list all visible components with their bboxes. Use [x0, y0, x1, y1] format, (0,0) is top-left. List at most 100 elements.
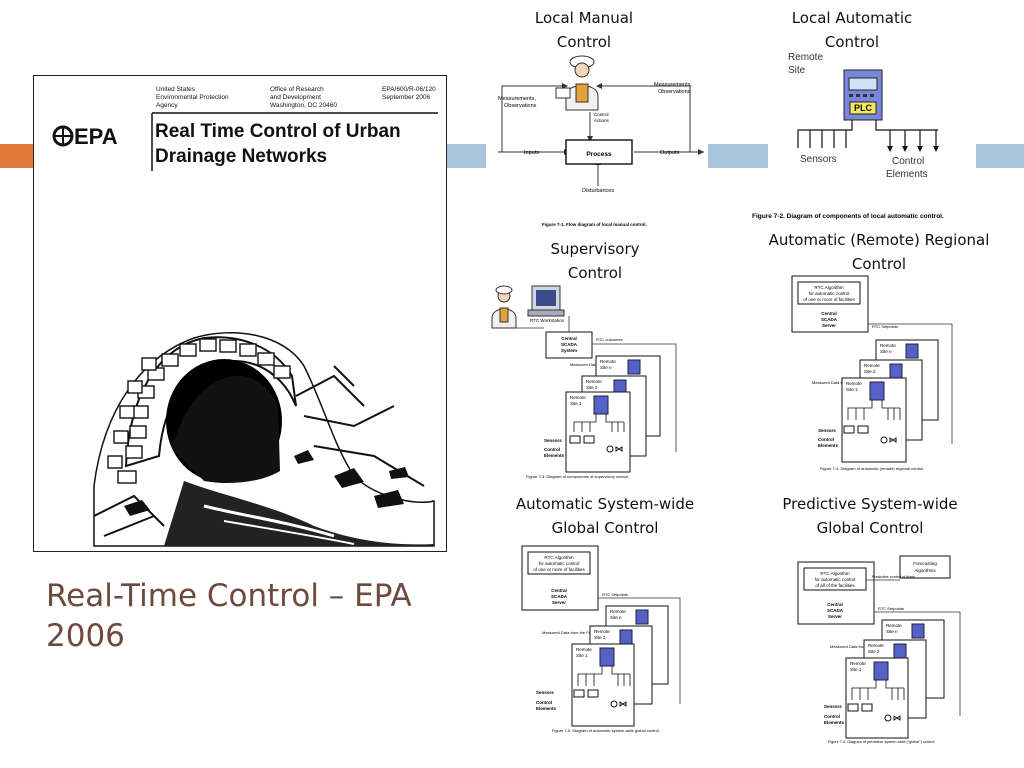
figure-system-wide: RTC Algorithm for automatic control of o…	[516, 544, 692, 736]
plc-icon-site-1	[593, 395, 609, 415]
report-header-col2-line2: and Development	[270, 94, 321, 101]
site-1-line2: Site 1	[576, 653, 588, 658]
caption-predictive: Predictive System-wide Global Control	[765, 492, 975, 540]
site-2-line1: Remote	[868, 643, 884, 648]
site-1-line1: Remote	[846, 381, 862, 386]
server-line2: SCADA	[827, 608, 844, 613]
report-title-line2: Drainage Networks	[155, 146, 327, 167]
site-n-line2: Site n	[886, 629, 898, 634]
report-header-col3-line2: September 2006	[382, 94, 430, 101]
scada-line1: Central	[561, 336, 577, 341]
disturbances-label: Disturbances	[582, 188, 614, 194]
slide-title: Real-Time Control – EPA 2006	[46, 578, 412, 654]
figure-local-manual: Process Measurements, Observations Measu…	[494, 50, 706, 230]
caption-regional-line1: Automatic (Remote) Regional	[768, 231, 990, 249]
report-header-col1-line1: United States	[156, 86, 196, 93]
remote-site-line2: Site	[788, 65, 806, 76]
caption-supervisory: Supervisory Control	[505, 237, 685, 285]
control-elements-predictive-line2: Elements	[824, 720, 845, 725]
site-2-line1: Remote	[594, 629, 610, 634]
epa-logo-text: EPA	[74, 124, 118, 149]
rtc-algorithm-box	[797, 281, 861, 305]
plc-icon-site-1	[599, 647, 615, 667]
meas-left-line2: Observations	[504, 103, 537, 109]
algo-line1: RTC Algorithm	[814, 285, 843, 290]
plc-icon-site-n	[905, 343, 919, 359]
site-n-line2: Site n	[880, 349, 892, 354]
site-1-line1: Remote	[850, 661, 866, 666]
algo-line2: for automatic control	[815, 577, 856, 582]
server-line3: Server	[828, 614, 842, 619]
scada-system-box	[545, 331, 593, 359]
site-2-line1: Remote	[586, 379, 602, 384]
site-1-line2: Site 1	[570, 401, 582, 406]
server-line1: Central	[551, 588, 567, 593]
measured-data-global: Measured Data from the Field	[542, 630, 595, 635]
sensors-label-regional: Sensors	[818, 428, 836, 433]
server-line3: Server	[552, 600, 566, 605]
control-elements-line2: Elements	[886, 169, 928, 180]
plc-label: PLC	[854, 103, 873, 113]
site-2-line2: Site 2	[864, 369, 876, 374]
report-header-col2-line1: Office of Research	[270, 86, 324, 93]
plc-icon-site-2	[889, 363, 903, 379]
plc-icon-site-n	[911, 623, 925, 639]
site-2-line1: Remote	[864, 363, 880, 368]
plc-icon-site-n	[627, 359, 641, 375]
rtc-algorithm-box	[527, 551, 591, 575]
meas-right-line2: Observations	[658, 89, 691, 95]
server-line2: SCADA	[551, 594, 568, 599]
control-elements-global-line2: Elements	[536, 706, 557, 711]
inputs-label: Inputs	[524, 150, 539, 156]
report-cover-artwork: United States Environmental Protection A…	[52, 86, 438, 547]
caption-system-wide: Automatic System-wide Global Control	[500, 492, 710, 540]
measured-data-predictive: Measured Data from the Field	[830, 644, 883, 649]
caption-supervisory-line1: Supervisory	[550, 240, 640, 258]
control-elements-predictive-line1: Control	[824, 714, 840, 719]
figure-predictive-caption: Figure 7-6. Diagram of predictive system…	[828, 740, 935, 744]
control-actions-line2: Actions	[594, 118, 610, 123]
control-elements-line1: Control	[892, 156, 924, 167]
setpoints-label: RTC Setpoints	[878, 606, 904, 611]
site-2-line2: Site 2	[868, 649, 880, 654]
report-header-col2-line3: Washington, DC 20460	[270, 102, 337, 109]
workstation-label: RTC Workstation	[530, 318, 565, 323]
site-n-line1: Remote	[610, 609, 626, 614]
site-n-line1: Remote	[886, 623, 902, 628]
caption-predictive-line2: Global Control	[816, 519, 924, 537]
report-title-line1: Real Time Control of Urban	[155, 121, 401, 142]
setpoints-label: RTC Setpoints	[602, 592, 628, 597]
forecasting-box	[899, 555, 951, 579]
control-actions-line1: Control	[594, 112, 609, 117]
site-1-line1: Remote	[576, 647, 592, 652]
server-line1: Central	[827, 602, 843, 607]
sensors-label-global: Sensors	[536, 690, 554, 695]
outputs-label: Outputs	[660, 150, 680, 156]
control-elements-super-line2: Elements	[544, 453, 565, 458]
remote-site-line1: Remote	[788, 52, 823, 63]
plc-device-icon: PLC	[843, 69, 883, 121]
sensors-label: Sensors	[800, 154, 837, 165]
control-elements-regional-line1: Control	[818, 437, 834, 442]
site-n-line1: Remote	[880, 343, 896, 348]
site-n-line1: Remote	[600, 359, 616, 364]
figure-auto-caption: Figure 7-2. Diagram of components of loc…	[752, 213, 944, 220]
accent-band-blue-1	[446, 144, 486, 168]
site-2-line2: Site 2	[586, 385, 598, 390]
site-1-line1: Remote	[570, 395, 586, 400]
server-line3: Server	[822, 323, 836, 328]
caption-system-wide-line2: Global Control	[551, 519, 659, 537]
rtc-outcomes-label: RTC outcomes	[596, 337, 623, 342]
caption-regional-line2: Control	[851, 255, 907, 273]
accent-band-orange	[0, 144, 34, 168]
caption-local-manual-line1: Local Manual	[534, 9, 634, 27]
measured-data-regional: Measured Data from the Field	[812, 380, 865, 385]
algo-line1: RTC Algorithm	[544, 555, 573, 560]
rtc-algorithm-box	[803, 567, 867, 591]
report-cover: United States Environmental Protection A…	[33, 75, 447, 552]
server-line1: Central	[821, 311, 837, 316]
predictive-note: Predictive control of flows	[872, 575, 915, 579]
figure-super-caption: Figure 7-3. Diagram of components of sup…	[526, 474, 629, 479]
algo-line3: of one or more of facilities	[533, 567, 585, 572]
caption-predictive-line1: Predictive System-wide	[782, 495, 958, 513]
